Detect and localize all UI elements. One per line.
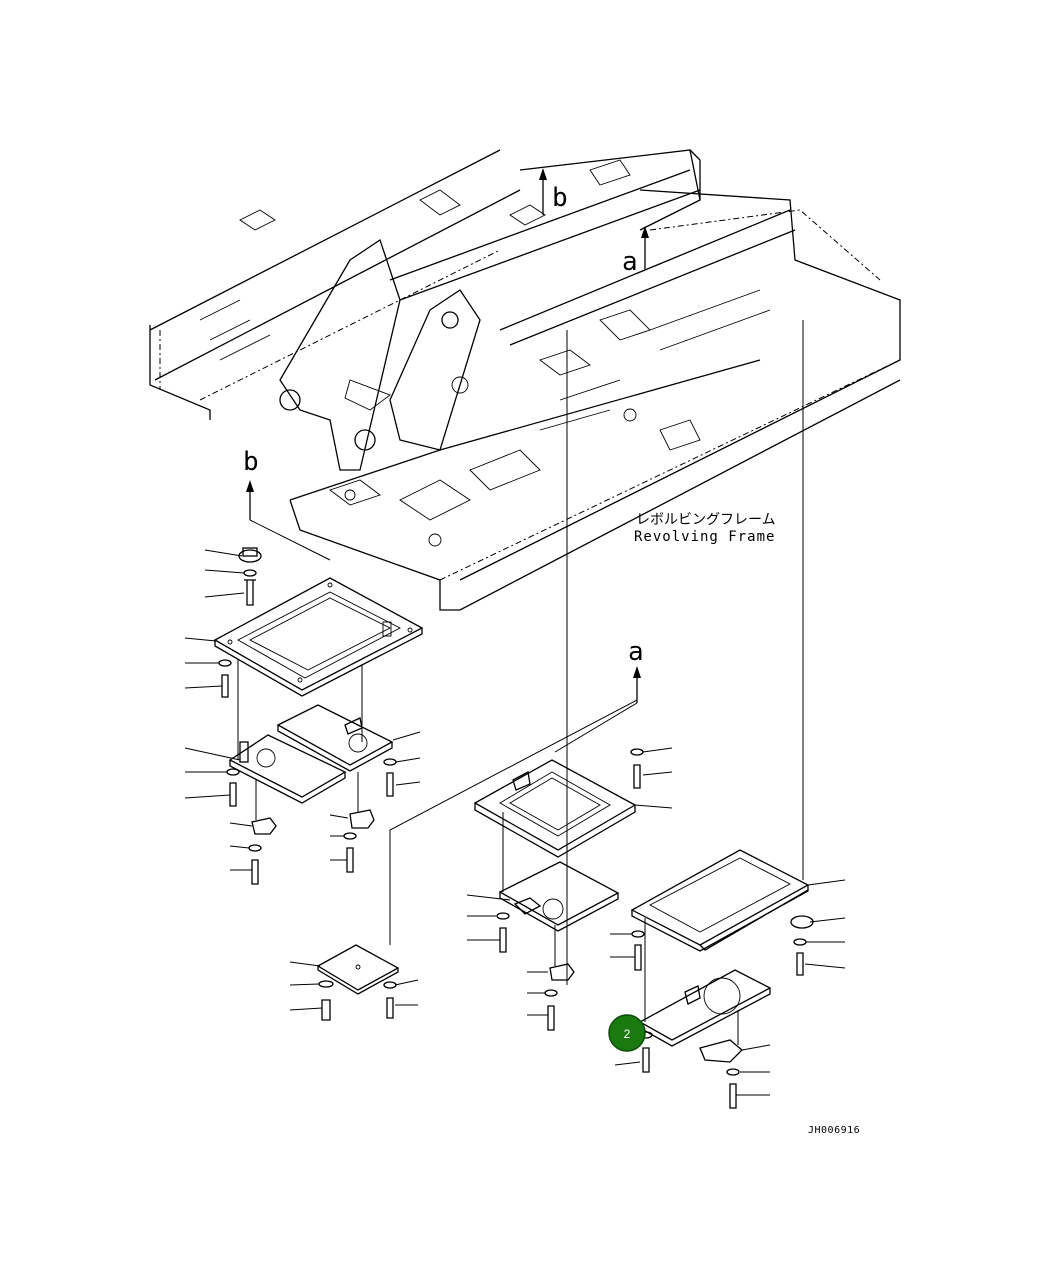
cover-plate-small-right (276, 704, 394, 772)
reference-arrow-a-mid: a (554, 637, 644, 753)
bolt-washer-set (790, 915, 814, 976)
reference-arrow-b-left: b (243, 447, 331, 561)
revolving-frame-drawing (149, 149, 901, 611)
cover-plate-right-large (630, 849, 810, 952)
cover-plate-small-left (228, 734, 347, 804)
drawing-id: JH006916 (808, 1125, 860, 1136)
cover-plate-center-lower (498, 861, 620, 981)
callout-2[interactable]: 2 (608, 1014, 646, 1052)
cap-pieces (251, 809, 375, 835)
frame-label-japanese: レボルビングフレーム (636, 512, 776, 528)
reference-letter: a (622, 247, 638, 277)
reference-letter: b (552, 183, 568, 213)
reference-letter: a (628, 637, 644, 667)
bolt-washer-set (218, 547, 397, 885)
frame-cover-center (473, 759, 637, 858)
callout-number: 2 (624, 1027, 631, 1041)
frame-label: レボルビングフレーム Revolving Frame (634, 512, 776, 545)
cover-plate-large-left (213, 577, 424, 697)
reference-letter: b (243, 447, 259, 477)
small-square-cover (316, 944, 400, 1021)
reference-arrow-a-top: a (622, 226, 649, 277)
frame-label-english: Revolving Frame (634, 529, 775, 545)
reference-arrow-b-top: b (539, 168, 568, 215)
